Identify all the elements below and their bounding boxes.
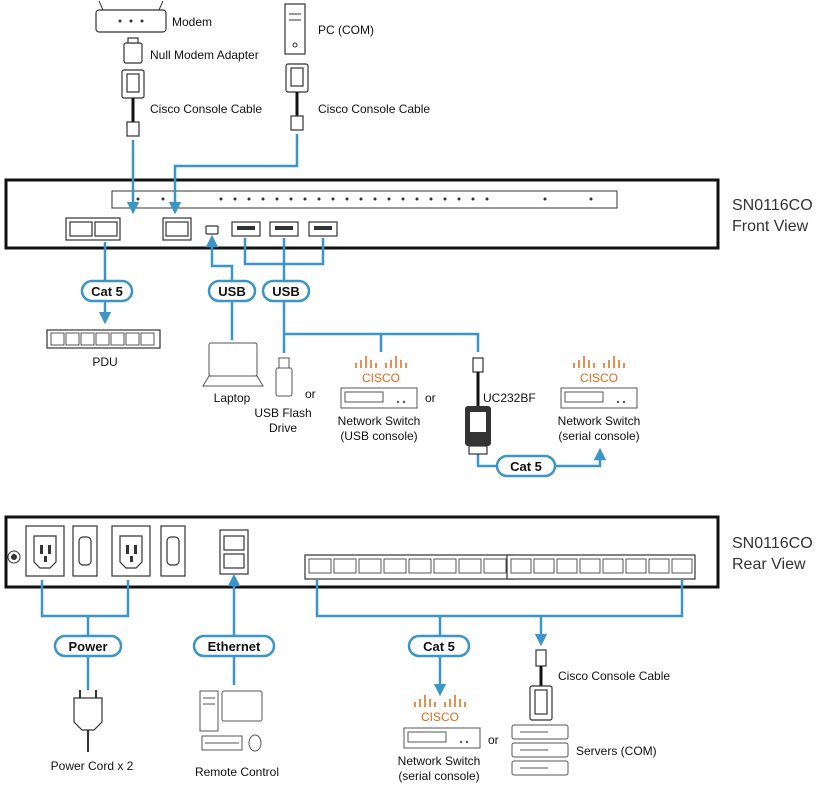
network-switch-serial-front-icon [560,387,638,409]
cisco-console-cable-rear-label: Cisco Console Cable [558,669,670,683]
pill-power-label: Power [68,639,107,654]
switch-serial-rear-label-line1: Network Switch [398,754,481,768]
cisco-console-cable-left-icon [121,69,145,137]
led-panel [111,190,618,209]
ethernet-port-icon [219,529,249,575]
connector-line [40,580,130,618]
connector-line [284,332,480,352]
cisco-console-cable-right-label: Cisco Console Cable [318,102,430,116]
pill-usb-laptop [207,279,257,303]
pill-usb-devices [261,279,311,303]
pill-cat5-uc232bf-label: Cat 5 [510,459,542,474]
pill-cat5-rear-label: Cat 5 [423,639,455,654]
led-indicators [136,197,593,201]
uc232bf-adapter-icon [465,357,491,455]
uc232bf-label: UC232BF [483,391,536,405]
usb-flash-drive-icon [275,357,293,397]
connector-line [205,234,234,340]
cisco-logo-icon [355,356,407,368]
pill-cat5-rear [407,634,471,658]
connector-line [315,580,684,618]
usb-ports-front [231,221,338,237]
switch-serial-front-label-line2: (serial console) [558,429,639,443]
rj45-bank-2-icon [506,554,696,580]
laptop-label: Laptop [214,391,251,405]
pill-cat5-uc232bf [495,454,557,478]
null-modem-adapter-icon [123,37,143,64]
cisco-brand-1: CISCO [362,371,400,385]
pill-cat5-pdu [80,279,134,303]
cisco-logo-icon [573,356,625,368]
pill-ethernet [192,634,276,658]
laptop-icon [202,342,264,387]
usb-flash-drive-label-line2: Drive [269,421,297,435]
remote-control-label: Remote Control [195,765,279,779]
or-text-rear: or [488,733,499,747]
pdu-label: PDU [92,355,117,369]
switch-serial-front-label-line1: Network Switch [558,414,641,428]
rj45-bank-1-icon [304,554,514,580]
servers-icon [511,724,569,776]
power-switch-1-icon [72,525,98,577]
cisco-logo-icon [414,695,466,707]
power-cord-icon [73,690,103,752]
pill-cat5-pdu-label: Cat 5 [91,284,123,299]
or-text-1: or [305,387,316,401]
cisco-brand-rear: CISCO [421,710,459,724]
switch-usb-label-line2: (USB console) [340,429,417,443]
cisco-console-cable-left-label: Cisco Console Cable [150,102,262,116]
network-switch-serial-rear-icon [403,727,481,749]
power-inlet-2-icon [111,525,151,577]
usb-flash-drive-label-line1: USB Flash [254,406,311,420]
cisco-brand-2: CISCO [580,371,618,385]
pdu-icon [46,329,161,349]
front-view-label: Front View [732,218,809,235]
power-inlet-1-icon [25,525,65,577]
or-text-2: or [425,391,436,405]
null-modem-adapter-label: Null Modem Adapter [150,48,259,62]
switch-usb-label-line1: Network Switch [338,414,421,428]
pill-ethernet-label: Ethernet [208,639,261,654]
cisco-console-cable-right-icon [285,63,309,131]
pc-com-label: PC (COM) [318,23,374,37]
remote-control-pc-icon [199,690,263,752]
switch-serial-rear-label-line2: (serial console) [398,769,479,783]
power-cord-label: Power Cord x 2 [51,759,134,773]
power-switch-2-icon [160,525,186,577]
modem-icon [95,0,167,33]
front-model-label: SN0116CO [732,197,813,214]
micro-usb-port [205,225,219,235]
connector-line [168,134,299,215]
network-switch-usb-icon [340,387,418,409]
modem-label: Modem [172,15,212,29]
rj45-ports-front [65,217,192,241]
pill-usb-devices-label: USB [272,284,299,299]
pill-usb-laptop-label: USB [218,284,245,299]
cisco-console-cable-rear-icon [529,649,553,721]
pc-tower-icon [284,3,306,55]
servers-com-label: Servers (COM) [576,744,657,758]
ground-screw-icon [7,550,21,564]
rear-model-label: SN0116CO [732,535,813,552]
pill-power [53,634,123,658]
rear-view-label: Rear View [732,556,806,573]
